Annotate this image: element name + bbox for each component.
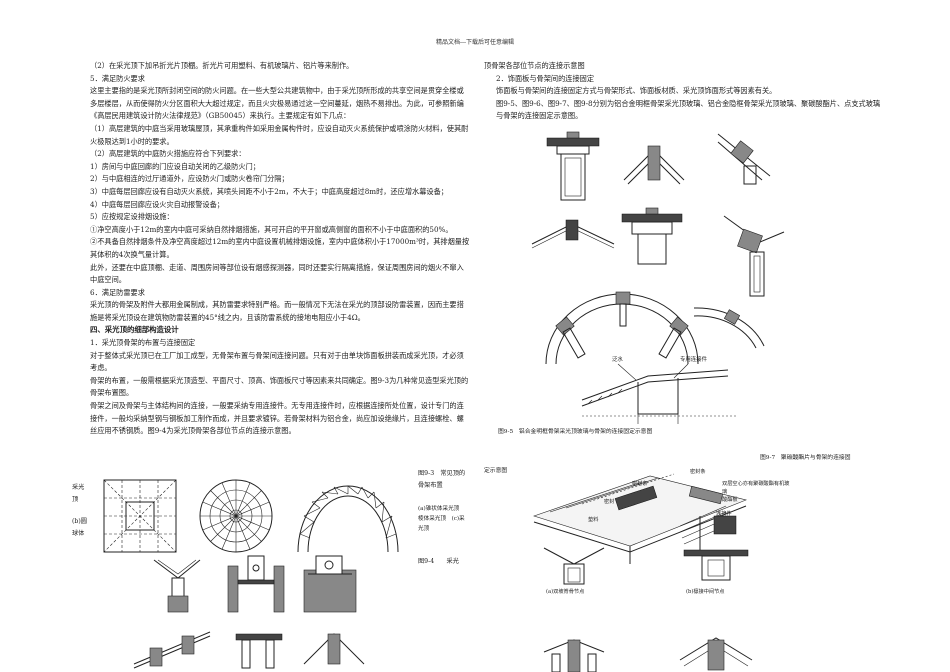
left-paragraph: （1）高层建筑的中庭当采用玻璃屋顶，其承重构件如采用金属构件时，应设自动灭火系统… bbox=[90, 123, 469, 146]
fig97-node-b bbox=[683, 549, 749, 581]
right-paragraph: 饰面板与骨架间的连接固定方式与骨架形式、饰面板材质、采光顶饰面形式等因素有关。 bbox=[496, 86, 777, 96]
fig95-arch bbox=[545, 291, 699, 365]
fig95-profile-5 bbox=[621, 207, 683, 265]
label-seal-cap: 密封条 bbox=[632, 481, 648, 487]
fig95-caption: 图9-5 铝合金明框骨架采光顶玻璃与骨架的连接固定示意图 bbox=[498, 429, 653, 435]
left-paragraph: 这里主要指的是采光顶所封闭空间的防火问题。在一些大型公共建筑物中，由于采光顶所形… bbox=[90, 86, 464, 121]
label-connector: 专用连接件 bbox=[680, 357, 707, 363]
left-paragraph: 5）应按规定设排烟设施： bbox=[90, 212, 174, 222]
fig97-3d-detail bbox=[533, 473, 747, 564]
fig98-node-1 bbox=[543, 639, 605, 672]
left-paragraph: 4）中庭每层回廊应设火灾自动报警设备； bbox=[90, 199, 224, 209]
fig93-left-label: 采光 顶 (b)圆 球体 bbox=[72, 484, 87, 537]
fig97-node-a bbox=[543, 547, 605, 585]
fig95-profile-4 bbox=[531, 219, 615, 249]
label-connector-2: 连接件 bbox=[716, 511, 732, 517]
left-column-text: （2）在采光顶下加吊折光片顶棚。折光片可用塑料、有机玻璃片、铝片等来制作。 5．满… bbox=[78, 60, 470, 438]
left-paragraph: （2）在采光顶下加吊折光片顶棚。折光片可用塑料、有机玻璃片、铝片等来制作。 bbox=[90, 61, 354, 70]
label-rubber: 密封 bbox=[604, 499, 615, 505]
right-paragraph: 图9-5、图9-6、图9-7、图9-8分别为铝合金明框骨架采光顶玻璃、铝合金隐框… bbox=[496, 98, 881, 121]
right-paragraph: 顶骨架各部位节点的连接示意图 bbox=[484, 61, 585, 70]
label-sealant: 密封条 bbox=[690, 469, 706, 475]
left-paragraph: （2）高层建筑的中庭防火措施应符合下列要求： bbox=[90, 149, 246, 159]
fig98-node-2 bbox=[679, 637, 753, 671]
right-column-text: 顶骨架各部位节点的连接示意图 2．饰面板与骨架间的连接固定饰面板与骨架间的连接固定… bbox=[484, 60, 884, 123]
fig93-arch-truss bbox=[297, 485, 399, 553]
label-gutter: 泛水 bbox=[612, 357, 623, 363]
fig94-node-3 bbox=[303, 555, 357, 613]
left-paragraph: 1）房间与中庭回廊的门应设自动关闭的乙级防火门； bbox=[90, 161, 260, 171]
label-node-b: (b)檩接中间节点 bbox=[686, 589, 725, 595]
fig94-node-2 bbox=[227, 555, 285, 613]
fig93-subcaption: (a)锥状体采光顶 棱体采光顶 (c)采光顶 bbox=[418, 506, 465, 532]
fig95-arch-right bbox=[693, 307, 765, 349]
fig95-profile-2 bbox=[623, 145, 685, 185]
left-paragraph: 采光顶的骨架及附件大都用金属制成，其防雷要求特别严格。而一般情况下无法在采光的顶… bbox=[90, 300, 464, 322]
left-paragraph: 骨架之间及骨架与主体结构间的连接，一般要采纳专用连接件。无专用连接件时，应根据连… bbox=[90, 401, 464, 436]
left-paragraph: 骨架的布置，一般需根据采光顶造型、平面尺寸、顶高、饰面板尺寸等因素来共同确定。图… bbox=[90, 375, 469, 398]
fig93-caption: 图9-3 常见顶的骨架布置 bbox=[418, 470, 466, 489]
left-paragraph: 2）与中庭相连的过厅通道外，应设防火门或防火卷帘门分隔； bbox=[90, 174, 289, 184]
left-paragraph: ①净空高度小于12m的室内中庭可采纳自然排烟措施，其可开启的平开窗或高侧窗的面积… bbox=[90, 224, 453, 234]
page-header: 精品文档---下载后可任意编辑 bbox=[435, 39, 515, 46]
left-paragraph: 对于整体式采光顶已在工厂加工成型，无骨架布置与骨架间连接问题。只有对于由单块饰面… bbox=[90, 350, 464, 373]
left-paragraph: 此外，还要在中庭顶棚、走道、周围房间等部位设有烟感探测器，同时还要实行隔离措施，… bbox=[90, 262, 464, 285]
fig93-dome-plan bbox=[199, 479, 273, 553]
left-paragraph: ②不具备自然排烟条件及净空高度超过12m的室内中庭设置机械排烟设施，室内中庭体积… bbox=[90, 237, 470, 259]
left-paragraph: 6．满足防雷要求 bbox=[90, 287, 145, 297]
fig94-node-5 bbox=[235, 633, 283, 669]
fig97-caption-cont: 定示意图 bbox=[484, 468, 508, 474]
fig95-profile-1 bbox=[546, 131, 600, 201]
left-paragraph: 3）中庭每层回廊应设有自动灭火系统，其喷头间距不小于2m，不大于；中庭高度超过8… bbox=[90, 186, 448, 196]
left-paragraph: 5．满足防火要求 bbox=[90, 73, 145, 83]
label-node-a: (a)双坡脊骨节点 bbox=[546, 589, 585, 595]
fig95-profile-6 bbox=[723, 215, 785, 297]
fig94-caption: 图9-4 采光 bbox=[418, 558, 459, 565]
left-paragraph: 1．采光顶骨架的布置与连接固定 bbox=[90, 338, 196, 348]
right-paragraph: 2．饰面板与骨架间的连接固定 bbox=[496, 73, 595, 83]
label-pc-sheet: 双层空心亦有聚碳酸酯有机玻璃 酸酯板 bbox=[722, 481, 790, 503]
fig97-caption: 图9-7 聚碳酸酯片与骨架的连接固 bbox=[760, 455, 851, 461]
label-gasket: 垫料 bbox=[588, 517, 599, 523]
fig94-node-1 bbox=[153, 559, 201, 613]
fig95-profile-3 bbox=[717, 133, 771, 185]
fig93-grid-plan bbox=[103, 479, 177, 553]
fig94-node-4 bbox=[133, 631, 211, 669]
left-paragraph: 四、采光顶的细部构造设计 bbox=[90, 325, 179, 335]
fig95-gutter-detail bbox=[581, 363, 738, 424]
fig94-node-6 bbox=[303, 633, 365, 665]
